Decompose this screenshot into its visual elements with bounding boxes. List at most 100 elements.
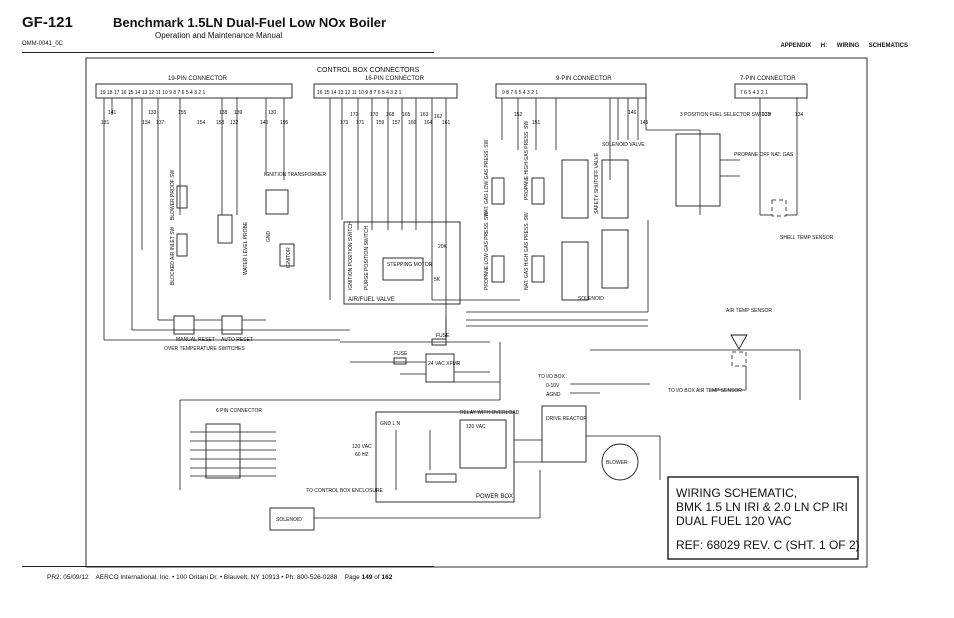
- svg-text:154: 154: [197, 120, 206, 126]
- svg-text:19 18 17 16 15 14 13 12 11: 19 18 17 16 15 14 13 12 11 10 9 8 7 6 5 …: [100, 90, 205, 96]
- svg-text:AIR/FUEL VALVE: AIR/FUEL VALVE: [348, 297, 395, 303]
- svg-text:134: 134: [795, 112, 804, 118]
- svg-text:TO CONTROL BOX ENCLOSURE: TO CONTROL BOX ENCLOSURE: [306, 488, 384, 494]
- ignition-transformer: IGNITION TRANSFORMER GND IGNITOR: [264, 172, 327, 268]
- revision-date: PR2: 05/09/12: [47, 574, 89, 581]
- svg-text:19-PIN CONNECTOR: 19-PIN CONNECTOR: [168, 76, 228, 82]
- blower-proof-switch: BLOWER PROOF SW: [170, 169, 188, 220]
- connector-16-pin: 16-PIN CONNECTOR 16 15 14 13 12 11 10 9 …: [313, 76, 458, 99]
- page-total: 162: [381, 574, 393, 581]
- svg-text:BLOWER: BLOWER: [606, 460, 628, 466]
- svg-text:SOLENOID: SOLENOID: [578, 296, 604, 302]
- page-of: of: [374, 574, 380, 581]
- svg-text:PROPANE LOW GAS PRESS. SW: PROPANE LOW GAS PRESS. SW: [484, 212, 490, 290]
- svg-text:STEPPING MOTOR: STEPPING MOTOR: [387, 262, 433, 268]
- over-temperature-switches: MANUAL RESET AUTO RESET OVER TEMPERATURE…: [164, 315, 253, 352]
- svg-text:137: 137: [156, 120, 165, 126]
- page-footer: PR2: 05/09/12 AERCO International, Inc. …: [47, 574, 392, 581]
- blocked-air-inlet-switch: BLOCKED AIR INLET SW: [170, 226, 188, 285]
- control-box-enclosure: TO CONTROL BOX ENCLOSURE SOLENOID: [269, 470, 541, 531]
- svg-text:173: 173: [340, 120, 349, 126]
- title-line-1: WIRING SCHEMATIC,: [676, 486, 797, 500]
- air-fuel-valve: STEPPING MOTOR IGNITION POSITION SWITCH …: [343, 221, 461, 305]
- svg-text:DRIVE REACTOR: DRIVE REACTOR: [546, 416, 587, 422]
- svg-text:152: 152: [514, 112, 523, 118]
- svg-text:168: 168: [386, 112, 395, 118]
- svg-text:20K: 20K: [438, 244, 448, 250]
- svg-text:IGNITION POSITION SWITCH: IGNITION POSITION SWITCH: [348, 221, 354, 290]
- six-pin-connector: 6 PIN CONNECTOR: [190, 408, 276, 479]
- footer-rule: [22, 566, 434, 567]
- connector-9-pin: 9-PIN CONNECTOR 9 8 7 6 5 4 3 2 1: [495, 76, 647, 99]
- svg-text:OVER TEMPERATURE SWITCHES: OVER TEMPERATURE SWITCHES: [164, 346, 245, 352]
- svg-text:130: 130: [268, 110, 277, 116]
- shell-temp-sensor: SHELL TEMP SENSOR: [771, 199, 834, 241]
- svg-text:FUSE: FUSE: [394, 351, 408, 357]
- title-line-3: DUAL FUEL 120 VAC: [676, 514, 792, 528]
- water-level-probe: WATER LEVEL PROBE: [217, 214, 249, 275]
- svg-text:PURGE POSITION SWITCH: PURGE POSITION SWITCH: [364, 225, 370, 290]
- svg-text:5K: 5K: [434, 277, 441, 283]
- field-wiring: [104, 159, 801, 490]
- air-temp-sensor: AIR TEMP SENSOR TO I/O BOX AIR TEMP SENS…: [668, 308, 772, 394]
- connector-7-pin: 7-PIN CONNECTOR 7 6 5 4 3 2 1: [734, 76, 808, 99]
- svg-text:16-PIN CONNECTOR: 16-PIN CONNECTOR: [365, 76, 425, 82]
- schematic-frame: [85, 57, 868, 568]
- connector-19-pin: 19-PIN CONNECTOR 19 18 17 16 15 14 13 12…: [95, 76, 293, 99]
- svg-text:SHELL TEMP SENSOR: SHELL TEMP SENSOR: [780, 235, 834, 241]
- svg-text:171: 171: [356, 120, 365, 126]
- svg-text:161: 161: [442, 120, 451, 126]
- header-rule: [22, 52, 434, 53]
- page-number: 149: [361, 574, 373, 581]
- svg-text:16 15 14 13 12 11 10 9 8 7: 16 15 14 13 12 11 10 9 8 7 6 5 4 3 2 1: [317, 90, 402, 96]
- svg-text:24 VAC XFMR: 24 VAC XFMR: [428, 361, 461, 367]
- svg-text:134: 134: [142, 120, 151, 126]
- svg-text:TO I/O BOX: TO I/O BOX: [538, 374, 566, 380]
- svg-text:GND: GND: [266, 231, 272, 243]
- svg-text:162: 162: [434, 114, 443, 120]
- svg-text:7-PIN CONNECTOR: 7-PIN CONNECTOR: [740, 76, 796, 82]
- svg-text:AGND: AGND: [546, 392, 561, 398]
- svg-text:GND L N: GND L N: [380, 421, 400, 427]
- svg-text:IGNITION TRANSFORMER: IGNITION TRANSFORMER: [264, 172, 327, 178]
- svg-text:SOLENOID VALVE: SOLENOID VALVE: [602, 142, 645, 148]
- svg-text:153: 153: [216, 120, 225, 126]
- svg-text:9-PIN CONNECTOR: 9-PIN CONNECTOR: [556, 76, 612, 82]
- svg-text:166: 166: [408, 120, 417, 126]
- gas-pressure-switches: NAT. GAS LOW GAS PRESS. SW PROPANE HIGH …: [484, 121, 545, 290]
- svg-text:132: 132: [230, 120, 239, 126]
- svg-text:6 PIN CONNECTOR: 6 PIN CONNECTOR: [216, 408, 262, 414]
- manual-title: Benchmark 1.5LN Dual-Fuel Low NOx Boiler: [113, 15, 387, 30]
- svg-text:9 8 7 6: 9 8 7 6 5 4 3 2 1: [502, 90, 538, 96]
- connectors-title: CONTROL BOX CONNECTORS: [317, 67, 420, 74]
- document-number: OMM-0041_0C: [22, 41, 64, 47]
- svg-text:NAT. GAS HIGH GAS PRESS. SW: NAT. GAS HIGH GAS PRESS. SW: [524, 212, 530, 290]
- svg-text:POWER BOX: POWER BOX: [476, 494, 513, 500]
- svg-text:BLOCKED AIR INLET SW: BLOCKED AIR INLET SW: [170, 226, 176, 285]
- svg-text:163: 163: [420, 112, 429, 118]
- svg-text:AIR TEMP SENSOR: AIR TEMP SENSOR: [726, 308, 772, 314]
- fuse-transformer: FUSE FUSE 24 VAC XFMR: [340, 333, 500, 383]
- svg-text:133: 133: [762, 112, 771, 118]
- svg-text:3 POSITION FUEL SELECTOR SWITC: 3 POSITION FUEL SELECTOR SWITCH: [680, 112, 772, 118]
- svg-text:145: 145: [640, 120, 649, 126]
- svg-text:60 HZ: 60 HZ: [355, 452, 369, 458]
- svg-text:138: 138: [219, 110, 228, 116]
- svg-text:140: 140: [260, 120, 269, 126]
- svg-text:195: 195: [280, 120, 289, 126]
- power-box: POWER BOX GND L N 120 VAC 60 HZ RELAY WI…: [352, 410, 542, 503]
- svg-text:164: 164: [424, 120, 433, 126]
- wire-number-labels: 141 133 155 138 139 130 131 134 137 154 …: [101, 110, 804, 126]
- title-block: WIRING SCHEMATIC, BMK 1.5 LN IRI & 2.0 L…: [667, 476, 860, 560]
- svg-text:165: 165: [402, 112, 411, 118]
- svg-text:IGNITOR: IGNITOR: [286, 247, 292, 268]
- svg-text:PROPANE OFF NAT. GAS: PROPANE OFF NAT. GAS: [734, 152, 794, 158]
- svg-text:151: 151: [532, 120, 541, 126]
- appendix-heading: APPENDIX H: WIRING SCHEMATICS: [780, 43, 908, 49]
- svg-text:170: 170: [370, 112, 379, 118]
- reference-number: REF: 68029 REV. C (SHT. 1 OF 2): [676, 538, 860, 552]
- svg-text:120 VAC: 120 VAC: [466, 424, 486, 430]
- svg-text:133: 133: [148, 110, 157, 116]
- svg-text:131: 131: [101, 120, 110, 126]
